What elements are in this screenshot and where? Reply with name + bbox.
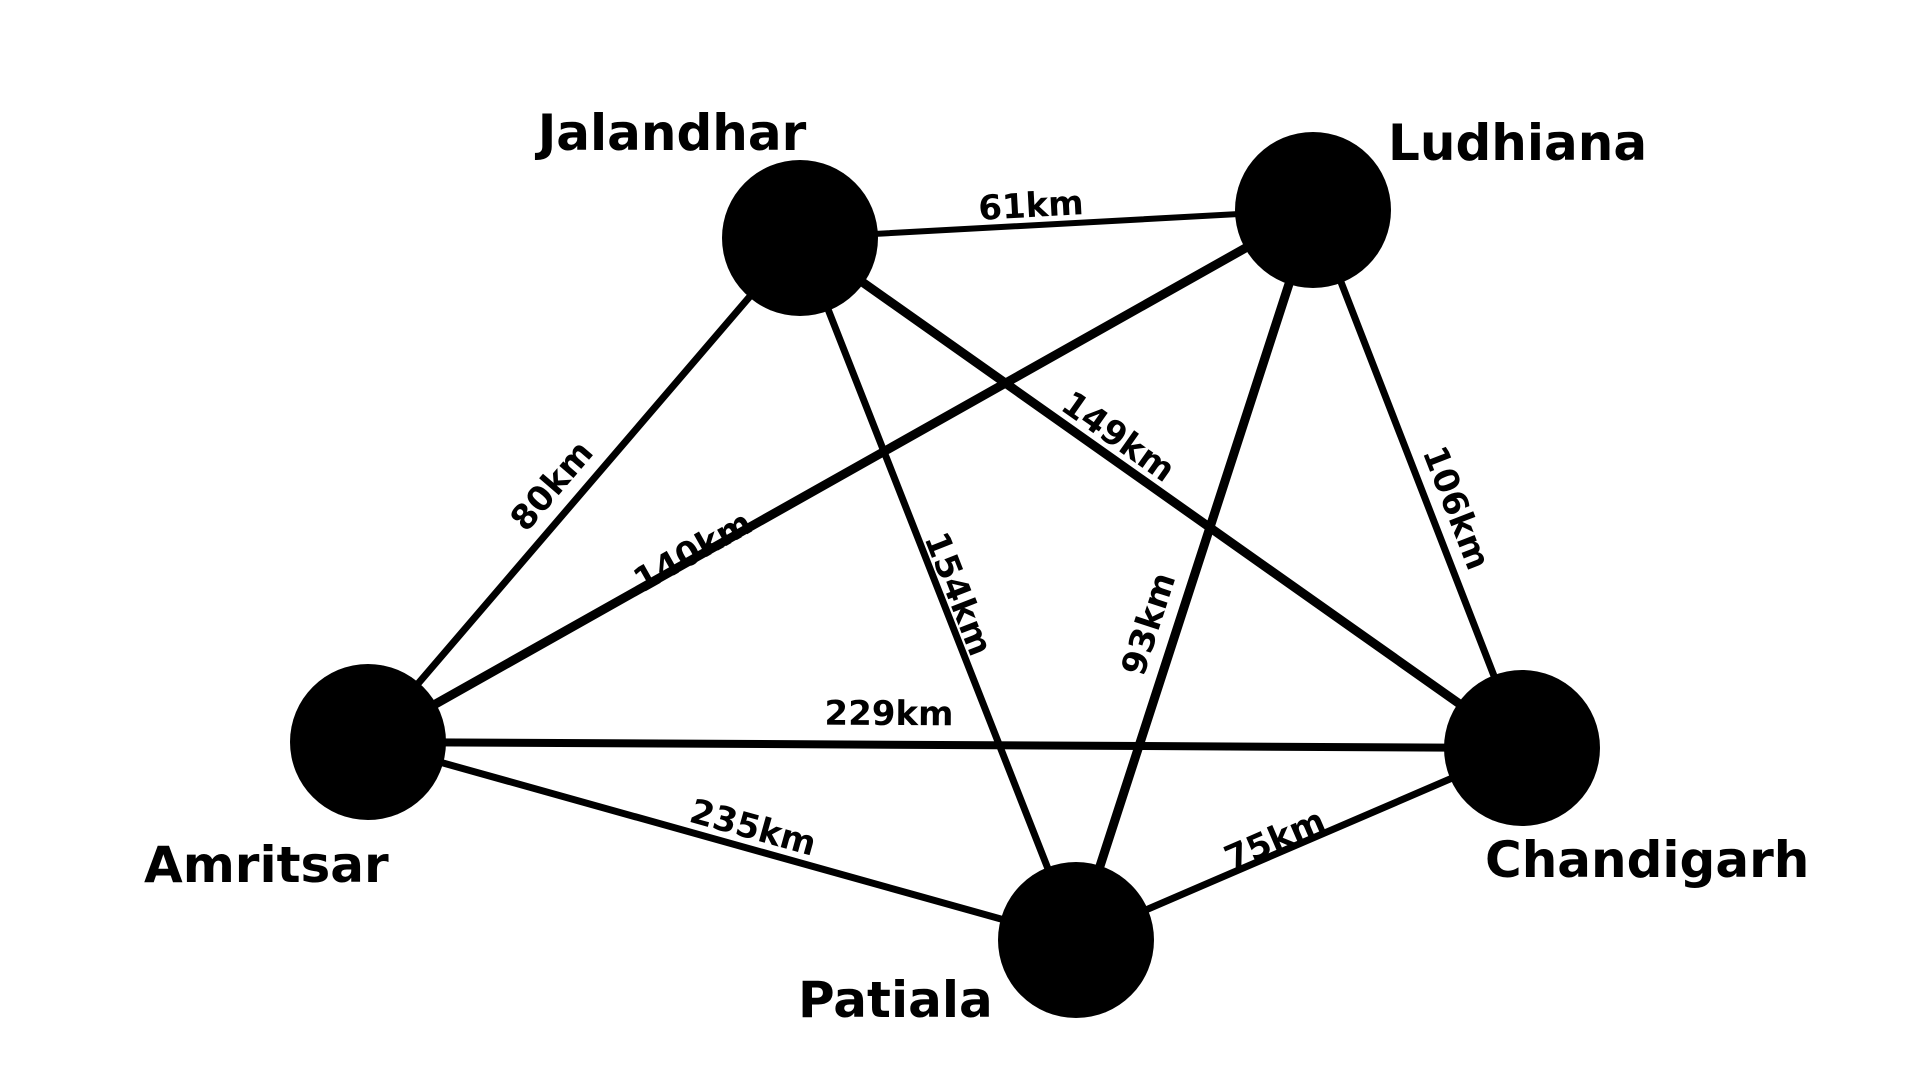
city-label-jalandhar: Jalandhar	[535, 104, 807, 162]
city-label-chandigarh: Chandigarh	[1485, 831, 1809, 889]
city-label-patiala: Patiala	[798, 971, 993, 1029]
city-label-ludhiana: Ludhiana	[1388, 114, 1647, 172]
edge-amritsar-patiala	[364, 738, 1080, 944]
edge-ludhiana-chandigarh	[1309, 206, 1526, 752]
node-jalandhar	[722, 160, 878, 316]
edge-distance-label-jalandhar-ludhiana: 61km	[977, 183, 1084, 229]
city-label-amritsar: Amritsar	[144, 836, 389, 894]
edge-amritsar-chandigarh	[364, 738, 1526, 752]
edge-distance-label-jalandhar-chandigarh: 149km	[1054, 383, 1182, 490]
node-amritsar	[290, 664, 446, 820]
node-ludhiana	[1235, 132, 1391, 288]
edge-distance-label-chandigarh-patiala: 75km	[1219, 801, 1332, 879]
edge-jalandhar-amritsar	[364, 234, 804, 746]
edge-jalandhar-chandigarh	[795, 233, 1527, 753]
edge-ludhiana-patiala	[1071, 205, 1318, 945]
edge-distance-label-jalandhar-patiala: 154km	[916, 527, 1000, 662]
node-chandigarh	[1444, 670, 1600, 826]
edges-layer	[363, 205, 1527, 945]
edge-chandigarh-patiala	[1072, 744, 1526, 944]
edge-jalandhar-patiala	[796, 234, 1080, 944]
edge-ludhiana-amritsar	[363, 205, 1318, 747]
edge-distance-label-ludhiana-patiala: 93km	[1114, 568, 1185, 681]
edge-distance-label-ludhiana-amritsar: 140km	[627, 503, 759, 601]
node-patiala	[998, 862, 1154, 1018]
edge-jalandhar-ludhiana	[797, 207, 1316, 241]
edge-distance-label-amritsar-chandigarh: 229km	[824, 694, 953, 735]
nodes-layer	[290, 132, 1600, 1018]
edge-distance-label-amritsar-patiala: 235km	[685, 791, 820, 864]
